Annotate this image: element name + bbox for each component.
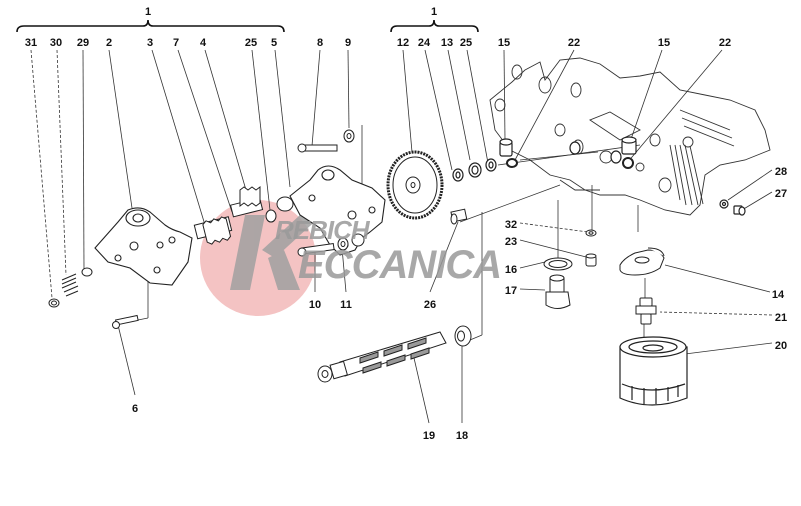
- group-bracket-left: [16, 19, 285, 33]
- watermark-k-icon: [230, 215, 322, 290]
- callout-15[interactable]: 15: [497, 37, 511, 49]
- leader-lines: [30, 49, 773, 424]
- callout-28[interactable]: 28: [774, 166, 788, 178]
- bolt-6-part: [112, 314, 139, 329]
- callout-24[interactable]: 24: [417, 37, 431, 49]
- group-bracket-right: [390, 19, 479, 33]
- group-label-1-left[interactable]: 1: [144, 6, 152, 18]
- watermark-text-line1: REBICH: [275, 215, 370, 245]
- plate-14-part: [619, 247, 665, 276]
- callout-19[interactable]: 19: [422, 430, 436, 442]
- gear-12-part: [386, 150, 444, 220]
- callout-7[interactable]: 7: [172, 37, 180, 49]
- callout-29[interactable]: 29: [76, 37, 90, 49]
- watermark-text-line2: ECCANICA: [298, 243, 502, 287]
- bolt-10-part: [297, 233, 365, 257]
- bushes-15-orings-22: [499, 136, 637, 169]
- callout-17[interactable]: 17: [504, 285, 518, 297]
- callout-20[interactable]: 20: [774, 340, 788, 352]
- callout-26[interactable]: 26: [423, 299, 437, 311]
- callout-13[interactable]: 13: [440, 37, 454, 49]
- callout-11[interactable]: 11: [340, 299, 352, 311]
- callout-14[interactable]: 14: [771, 289, 785, 301]
- sleeve-26-part: [450, 208, 468, 225]
- callout-25[interactable]: 25: [244, 37, 258, 49]
- callout-22b[interactable]: 22: [718, 37, 732, 49]
- callout-31[interactable]: 31: [24, 37, 38, 49]
- callout-9[interactable]: 9: [344, 37, 352, 49]
- callout-16[interactable]: 16: [504, 264, 518, 276]
- callout-6[interactable]: 6: [131, 403, 139, 415]
- callout-12[interactable]: 12: [396, 37, 410, 49]
- callout-27[interactable]: 27: [774, 188, 788, 200]
- group-label-1-right[interactable]: 1: [430, 6, 438, 18]
- callout-8[interactable]: 8: [316, 37, 324, 49]
- callout-10[interactable]: 10: [308, 299, 322, 311]
- pump-gears-part: [193, 186, 294, 245]
- callout-22[interactable]: 22: [567, 37, 581, 49]
- relief-valve-parts: [48, 267, 93, 308]
- nipple-21-part: [635, 297, 657, 325]
- washers-24-13-25: [452, 158, 497, 182]
- callout-32[interactable]: 32: [504, 219, 518, 231]
- pump-body-part: [94, 207, 193, 286]
- callout-30[interactable]: 30: [49, 37, 63, 49]
- callout-23[interactable]: 23: [504, 236, 518, 248]
- oil-filter-20-part: [619, 336, 688, 406]
- bolt-8-part: [297, 129, 355, 153]
- callout-25b[interactable]: 25: [459, 37, 473, 49]
- callout-18[interactable]: 18: [455, 430, 469, 442]
- callout-2[interactable]: 2: [105, 37, 113, 49]
- callout-3[interactable]: 3: [146, 37, 154, 49]
- callout-5[interactable]: 5: [270, 37, 278, 49]
- plug-27-washer-28: [719, 199, 746, 216]
- callout-21[interactable]: 21: [774, 312, 788, 324]
- callout-4[interactable]: 4: [199, 37, 207, 49]
- oil-strainer-19-part: [317, 325, 472, 383]
- drain-plug-parts: [543, 229, 597, 309]
- engine-case-part: [489, 57, 771, 216]
- callout-15b[interactable]: 15: [657, 37, 671, 49]
